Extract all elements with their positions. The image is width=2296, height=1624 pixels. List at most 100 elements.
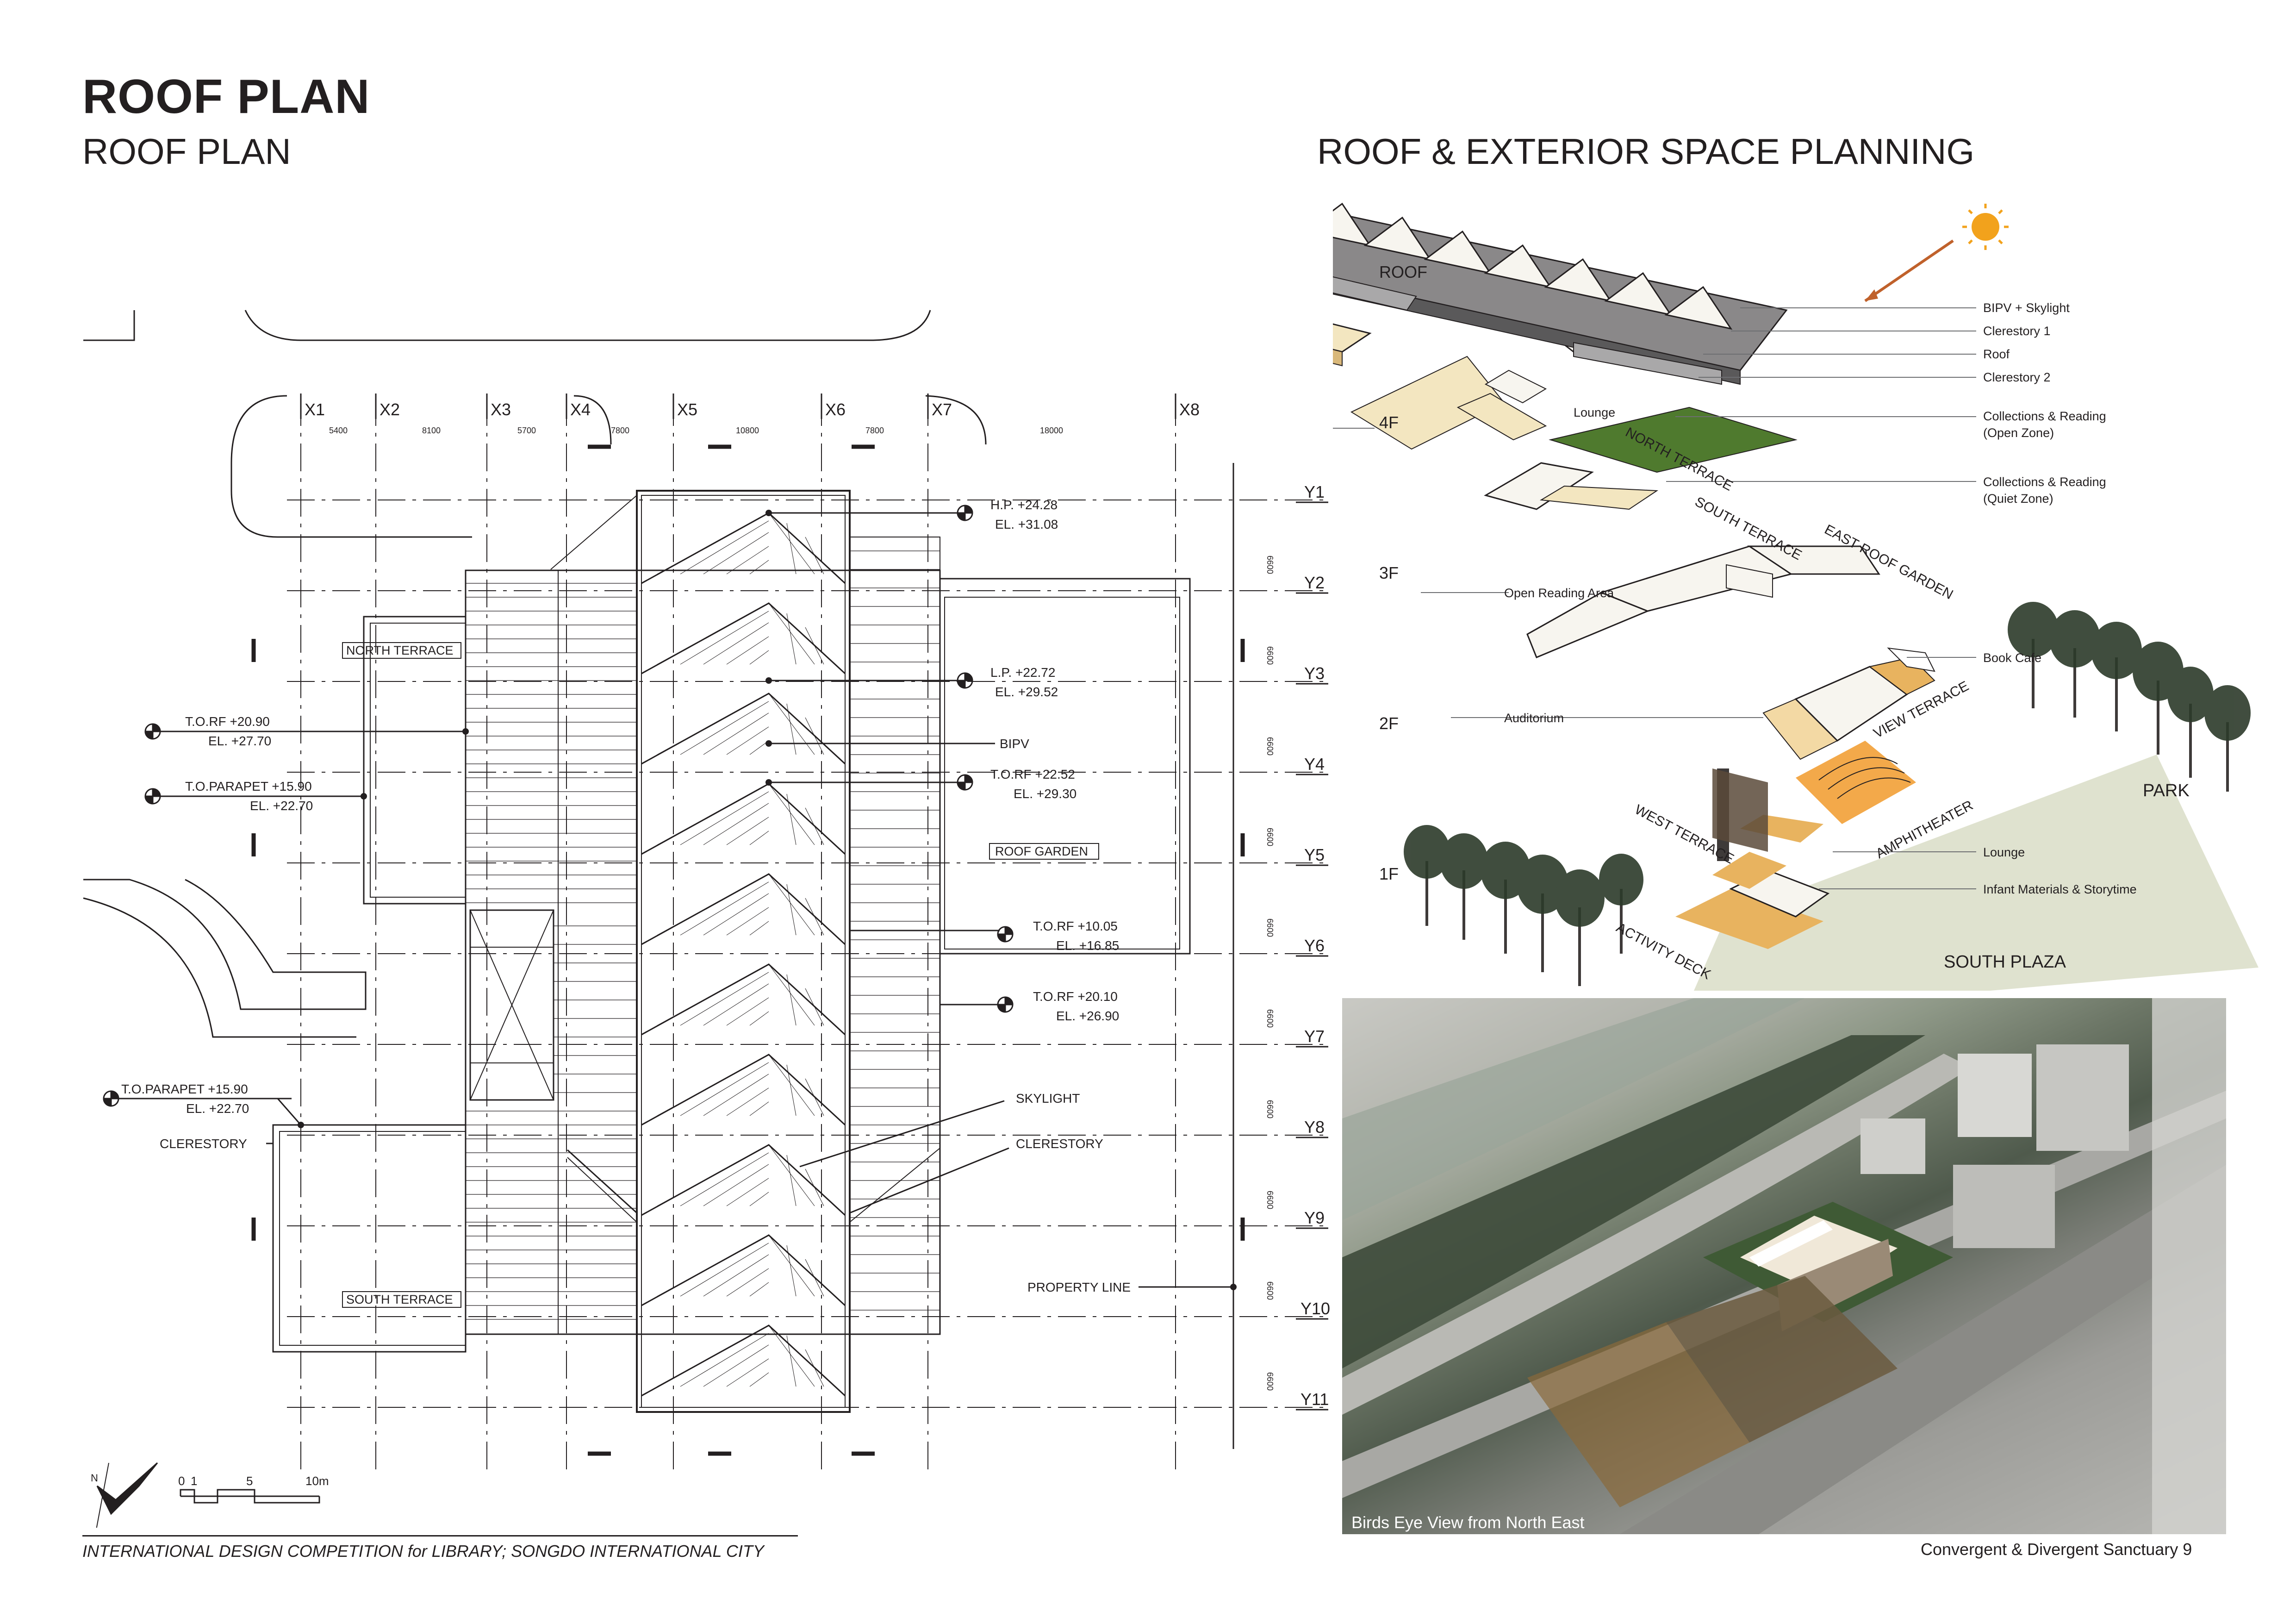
site-edge [83,310,135,341]
floor-label: 2F [1379,714,1399,733]
photo-caption: Birds Eye View from North East [1351,1513,1585,1532]
footer-rule [82,1535,798,1537]
grid-y-label: Y5 [1304,845,1325,864]
tree-group-west [1404,825,1643,986]
level-text: H.P. +24.28 [990,498,1058,512]
grid-x-label: X8 [1179,400,1200,419]
level-3f [1484,462,1880,658]
grid-dim: 18000 [1040,426,1063,435]
label-auditorium: Auditorium [1504,711,1564,725]
page-title: ROOF PLAN [82,70,370,124]
label-collections-quiet-zone: (Quiet Zone) [1983,492,2053,506]
grid-y-label: Y11 [1300,1390,1329,1409]
callout-property-line: PROPERTY LINE [1027,1280,1131,1294]
void-opening [469,909,554,1101]
label-collections-open-zone: (Open Zone) [1983,426,2054,440]
grid-x-label: X2 [380,400,400,419]
scale-label: 0 [178,1474,185,1488]
floor-label: ROOF [1379,262,1427,281]
scale-label: 10m [305,1474,329,1488]
level-markers [103,505,1014,1107]
callout-clerestory: CLERESTORY [1016,1137,1103,1151]
level-text: EL. +31.08 [995,517,1058,531]
sun-icon [1962,204,2009,250]
site-curb-north2 [573,395,612,445]
level-2f [1762,647,1935,824]
label-clerestory-1: Clerestory 1 [1983,324,2051,338]
roof-plan-drawing: X1 X2 X3 X4 X5 X6 X7 X8 5400 8100 5700 7… [83,310,1330,1528]
label-book-cafe: Book Cafe [1983,651,2041,665]
slanted-label: SOUTH TERRACE [1692,494,1804,563]
callout-skylight: SKYLIGHT [1016,1091,1080,1106]
level-text: T.O.RF +20.90 [185,714,270,729]
plaza-curve [83,879,367,1010]
skylight-hatch [657,512,824,1387]
label-park: PARK [2143,781,2190,800]
grid-y-label: Y9 [1304,1208,1325,1227]
east-roof-garden [1549,406,1798,473]
grid-dim-y: 6600 [1265,828,1275,846]
grid-dim: 8100 [422,426,441,435]
level-text: EL. +29.30 [1014,787,1076,801]
room-label-north-terrace: NORTH TERRACE [346,643,454,657]
roof-garden-outline [939,578,1191,955]
level-text: EL. +26.90 [1056,1009,1119,1023]
room-label-south-terrace: SOUTH TERRACE [346,1293,453,1306]
grid-dim: 7800 [611,426,629,435]
grid-x-label: X4 [570,400,591,419]
grid-dim-y: 6600 [1265,1009,1275,1028]
diagram-labels: ROOF 4F 3F 2F 1F BIPV + Skylight Clerest… [1379,262,2190,982]
slanted-label: ACTIVITY DECK [1614,920,1713,982]
aerial-photo [1342,998,2226,1534]
level-text: T.O.PARAPET +15.90 [121,1082,248,1096]
room-label-roof-garden: ROOF GARDEN [995,844,1088,858]
level-text: T.O.RF +10.05 [1033,919,1118,933]
label-infant-materials: Infant Materials & Storytime [1983,882,2137,896]
label-lounge-1f: Lounge [1983,845,2025,859]
grid-y-label: Y1 [1304,482,1325,501]
level-text: EL. +27.70 [208,734,271,748]
label-open-reading: Open Reading Area [1504,586,1614,600]
grid-dim-y: 6600 [1265,1372,1275,1391]
label-bipv-skylight: BIPV + Skylight [1983,301,2070,315]
grid-y-label: Y8 [1304,1118,1325,1137]
label-clerestory-2: Clerestory 2 [1983,370,2051,384]
level-text: T.O.RF +20.10 [1033,989,1118,1004]
level-text: EL. +16.85 [1056,938,1119,953]
grid-dim-y: 6600 [1265,918,1275,937]
slanted-label: AMPHITHEATER [1873,798,1976,862]
scale-label: 5 [246,1474,253,1488]
label-collections-quiet: Collections & Reading [1983,475,2106,489]
grid-dim-y: 6600 [1265,737,1275,756]
level-text: T.O.PARAPET +15.90 [185,779,312,793]
level-text: EL. +22.70 [186,1101,249,1116]
floor-label: 4F [1379,413,1399,432]
grid-x-label: X5 [677,400,697,419]
main-building-outline [465,569,941,1335]
grid-dim: 5400 [329,426,348,435]
grid-dim: 5700 [517,426,536,435]
floor-label: 3F [1379,563,1399,582]
plaza-curve-inner [83,897,356,1038]
floor-label: 1F [1379,864,1399,883]
label-roof: Roof [1983,347,2010,361]
footer-project-name: INTERNATIONAL DESIGN COMPETITION for LIB… [82,1542,764,1561]
grid-x-label: X1 [305,400,325,419]
label-lounge-4f: Lounge [1574,406,1615,419]
level-text: EL. +29.52 [995,685,1058,699]
grid-y-label: Y2 [1304,573,1325,592]
callout-clerestory: CLERESTORY [160,1137,247,1151]
exploded-axonometric-diagram [1333,202,2259,991]
slanted-label: WEST TERRACE [1632,802,1736,867]
grid-dim-y: 6600 [1265,1100,1275,1118]
site-curb-north [230,395,472,538]
grid-y-label: Y10 [1300,1299,1330,1318]
grid-x-label: X7 [932,400,952,419]
slanted-label: VIEW TERRACE [1871,678,1972,741]
grid-x-label: X6 [825,400,846,419]
roof-volume [1333,202,1788,385]
level-1f [1675,768,1830,949]
grid-dim: 7800 [865,426,884,435]
grid-dim-y: 6600 [1265,1191,1275,1209]
page-subtitle: ROOF PLAN [82,131,291,172]
